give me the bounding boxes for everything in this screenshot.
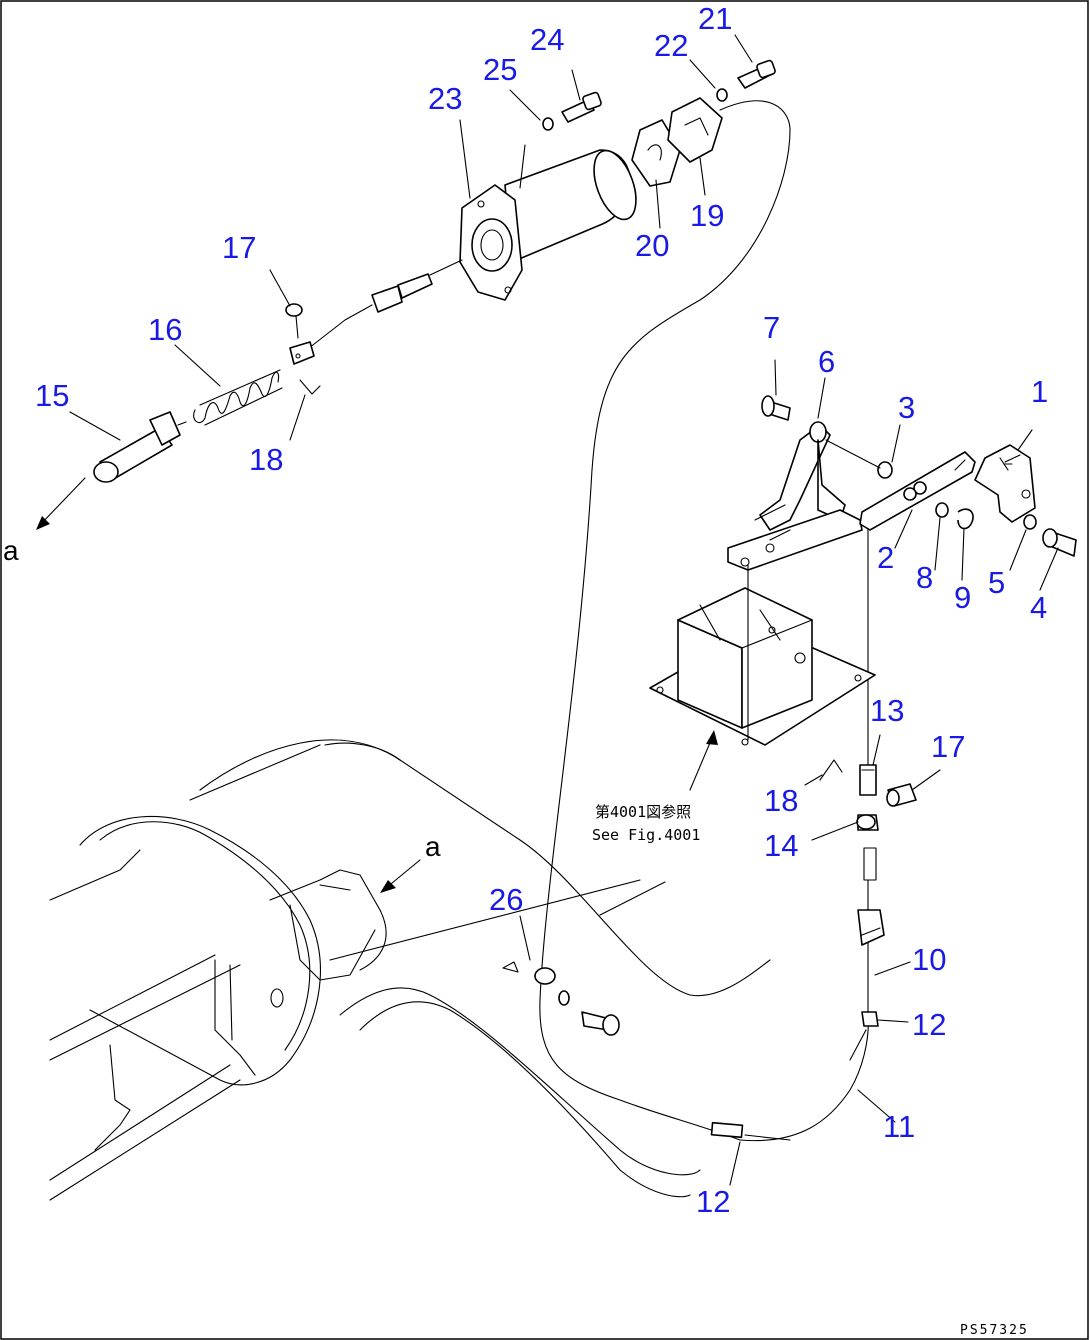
callout-20: 20: [635, 228, 669, 263]
callout-8: 8: [916, 560, 933, 595]
leader-lines: [69, 34, 1059, 1186]
callout-19: 19: [690, 198, 724, 233]
callout-21: 21: [698, 1, 732, 36]
reference-note-japanese: 第4001図参照: [595, 803, 691, 821]
callout-22: 22: [654, 28, 688, 63]
plates-19-20: [631, 97, 723, 187]
spring: [193, 369, 283, 426]
callout-18-upper: 18: [249, 442, 283, 477]
callout-17-upper: 17: [222, 230, 256, 265]
callout-10: 10: [912, 942, 946, 977]
bolts-and-washers: [542, 59, 776, 131]
callout-18-lower: 18: [764, 783, 798, 818]
axle-housing: [49, 739, 771, 1201]
drawing-code: PS57325: [960, 1323, 1029, 1338]
reference-note-english: See Fig.4001: [592, 826, 700, 844]
callout-25: 25: [483, 52, 517, 87]
callout-11: 11: [883, 1109, 915, 1144]
cable-routing: [539, 100, 885, 1142]
cylinder-assembly: [289, 149, 637, 365]
callout-23: 23: [428, 81, 462, 116]
callout-24: 24: [530, 22, 564, 57]
callout-1: 1: [1031, 374, 1048, 409]
callout-12-right: 12: [912, 1007, 946, 1042]
plunger: [93, 411, 187, 483]
callout-12-bottom: 12: [696, 1184, 730, 1219]
callout-6: 6: [818, 344, 835, 379]
callout-4: 4: [1030, 590, 1047, 625]
view-arrow-left: [36, 477, 86, 530]
callout-2: 2: [877, 540, 894, 575]
view-label-a-left: a: [3, 535, 19, 566]
view-label-a-center: a: [425, 831, 441, 862]
clevis-lower: [819, 519, 917, 807]
view-arrow-center: [380, 859, 421, 893]
callout-16: 16: [148, 312, 182, 347]
callout-9: 9: [954, 580, 971, 615]
pin-26-and-bolt: [502, 961, 620, 1036]
callout-17-lower: 17: [931, 729, 965, 764]
callout-5: 5: [988, 565, 1005, 600]
callout-3: 3: [898, 390, 915, 425]
control-box: [649, 564, 876, 791]
callout-26: 26: [489, 882, 523, 917]
pin-clip-upper: [285, 303, 321, 395]
callout-15: 15: [35, 378, 69, 413]
callout-14: 14: [764, 828, 798, 863]
lever-assembly: [727, 395, 1077, 571]
callout-labels: 1 2 3 4 5 6 7 8 9 10 11 12 12 13 14 15 1…: [35, 1, 1048, 1219]
callout-7: 7: [763, 310, 780, 345]
callout-13: 13: [870, 693, 904, 728]
